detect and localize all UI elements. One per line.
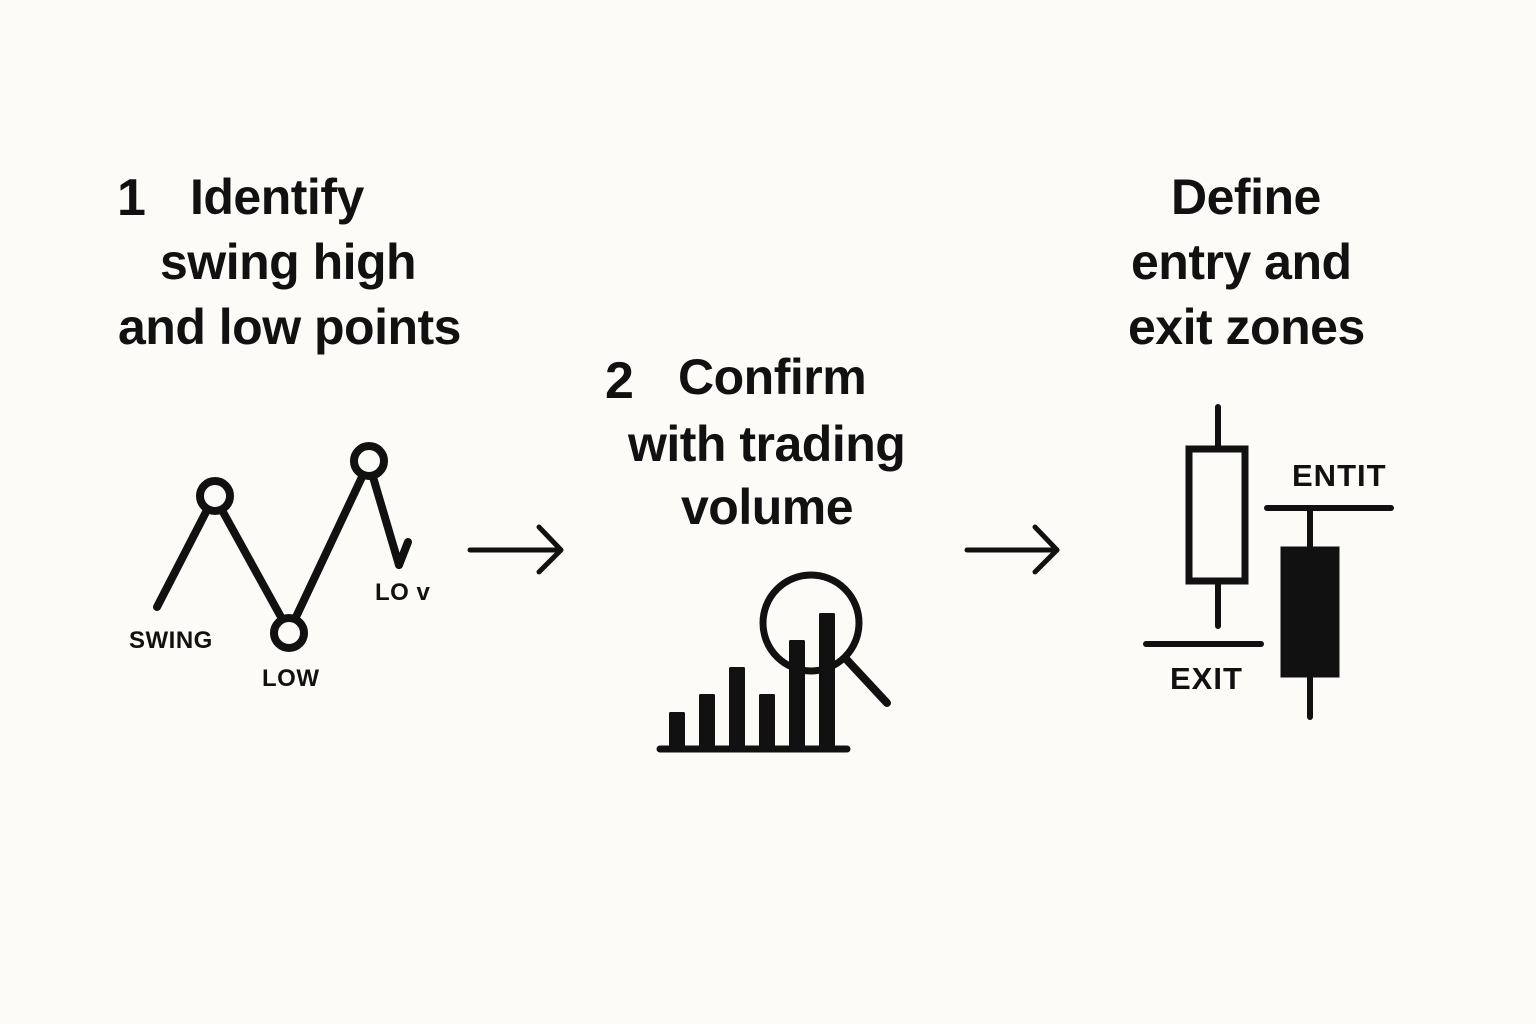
step-2-title-line-3: volume (681, 479, 854, 535)
bullish-candle-body (1185, 445, 1249, 585)
exit-label: EXIT (1170, 661, 1243, 696)
swing-high-point-2 (350, 442, 388, 480)
step-2-number: 2 (605, 352, 634, 410)
swing-line-segment (292, 473, 366, 621)
swing-line-segment (219, 508, 285, 621)
step-2-title-line-2: with trading (628, 416, 906, 472)
magnifier-lens (759, 571, 863, 675)
swing-line-segment (369, 473, 403, 569)
step-1-number: 1 (117, 169, 146, 227)
magnifier-handle (843, 656, 891, 707)
step-3-title-line-1: Define (1171, 169, 1321, 225)
volume-bar (699, 694, 715, 748)
volume-bar (819, 613, 835, 748)
volume-bar (669, 712, 685, 748)
step-3-title-line-3: exit zones (1128, 299, 1365, 355)
swing-arrow-tip (395, 538, 412, 569)
swing-high-point (196, 477, 234, 515)
step-1-title-line-1: Identify (190, 169, 364, 225)
volume-bar (729, 667, 745, 748)
step-3-title-line-2: entry and (1131, 234, 1352, 290)
step-1-title-line-2: swing high (160, 234, 417, 290)
low-right-label: LO v (375, 579, 431, 606)
entry-label: ENTIT (1292, 458, 1387, 493)
low-label: LOW (262, 665, 320, 692)
swing-low-point (270, 614, 308, 652)
swing-label: SWING (129, 627, 213, 654)
bearish-candle-body (1280, 546, 1340, 678)
swing-line-segment (153, 508, 210, 611)
step-2-title-line-1: Confirm (678, 349, 867, 405)
volume-bar (759, 694, 775, 748)
step-1-title-line-3: and low points (118, 299, 461, 355)
